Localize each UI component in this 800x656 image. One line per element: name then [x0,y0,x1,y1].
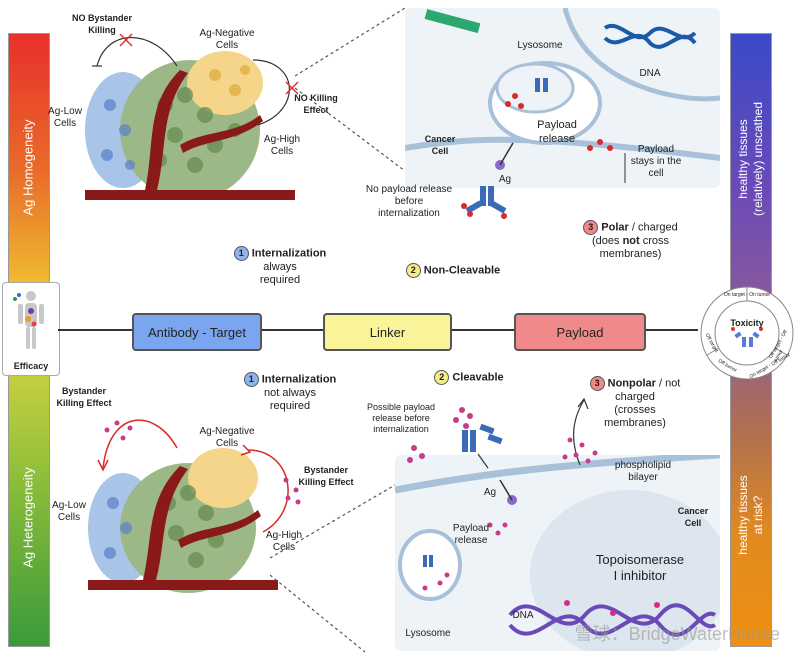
lysosome-bottom-label: Lysosome [405,628,451,639]
ag-heterogeneity-label: Ag Heterogeneity [20,467,36,568]
tumor-illustration-top [85,35,295,205]
number-badge-2-bottom: 2 [434,370,450,385]
lysosome-top-label: Lysosome [517,40,563,51]
efficacy-figure-box: Efficacy [2,282,60,376]
bystander-effect-left-label: Bystander Killing Effect [56,386,112,408]
adc-icon-top [461,186,507,219]
possible-release-label: Possible payload release before internal… [366,402,436,434]
phospholipid-label: phospholipid bilayer [614,460,672,483]
ag-negative-cells-bottom-label: Ag-Negative Cells [199,426,255,449]
membrane-crossing-payloads [562,397,598,466]
no-payload-release-label: No payload release before internalizatio… [365,184,453,219]
dna-top-label: DNA [639,68,661,79]
payload-box: Payload [514,313,646,351]
zoom-lines-top [295,7,406,172]
bystander-effect-right-label: Bystander Killing Effect [298,465,354,487]
payload-release-top-label: Payload release [537,119,577,145]
healthy-unscathed-label: healthy tissues (relatively) unscathed [736,101,765,217]
tumor-illustration-bottom [88,428,278,598]
number-badge-1-top: 1 [233,246,249,261]
payload-release-bottom-label: Payload release [452,523,490,546]
zoom-lines-bottom [270,484,396,653]
no-killing-effect-label: NO Killing Effect [294,93,338,115]
ag-bottom-label: Ag [483,487,497,498]
ag-low-cells-top-label: Ag-Low Cells [48,106,82,129]
bystander-arrow-right [240,444,301,533]
ag-high-cells-bottom-label: Ag-High Cells [265,530,303,553]
ag-homogeneity-label: Ag Homogeneity [20,119,36,216]
payload-stays-label: Payload stays in the cell [630,144,682,179]
number-badge-2-top: 2 [405,263,421,278]
efficacy-label: Efficacy [13,361,49,371]
number-badge-3-top: 3 [583,220,599,235]
antigen-bottom [499,479,517,505]
ag-negative-cells-top-label: Ag-Negative Cells [199,28,255,51]
cell-panel-top [404,7,721,204]
human-body-icon [13,291,44,349]
watermark: 雪球：BridgeWaterHouse [574,624,780,644]
no-killing-arrow [252,59,299,126]
toxicity-label: Toxicity [730,318,764,328]
ag-top-label: Ag [498,174,512,185]
dna-bottom-label: DNA [512,610,534,621]
number-badge-1-bottom: 1 [243,372,259,387]
toxicity-ring: Toxicity On target - On tumor Off target… [697,285,797,381]
no-bystander-arrow [92,33,178,67]
healthy-at-risk-label: healthy tissues at risk? [736,475,765,555]
linker-box: Linker [323,313,452,351]
cancer-cell-top-label: Cancer Cell [424,134,456,156]
ag-low-cells-bottom-label: Ag-Low Cells [52,500,86,523]
adc-cluster-bottom [407,407,503,469]
cell-panel-bottom [394,451,730,656]
number-badge-3-bottom: 3 [589,376,605,391]
no-bystander-killing-label: NO Bystander Killing [71,13,133,35]
ring-on-target-on-tumor: On target - On tumor [723,292,771,298]
bystander-arrow-left [97,419,178,472]
antibody-target-box: Antibody - Target [132,313,262,351]
ag-high-cells-top-label: Ag-High Cells [263,134,301,157]
cancer-cell-bottom-label: Cancer Cell [677,506,709,528]
topoisomerase-label: Topoisomerase I inhibitor [595,552,685,583]
